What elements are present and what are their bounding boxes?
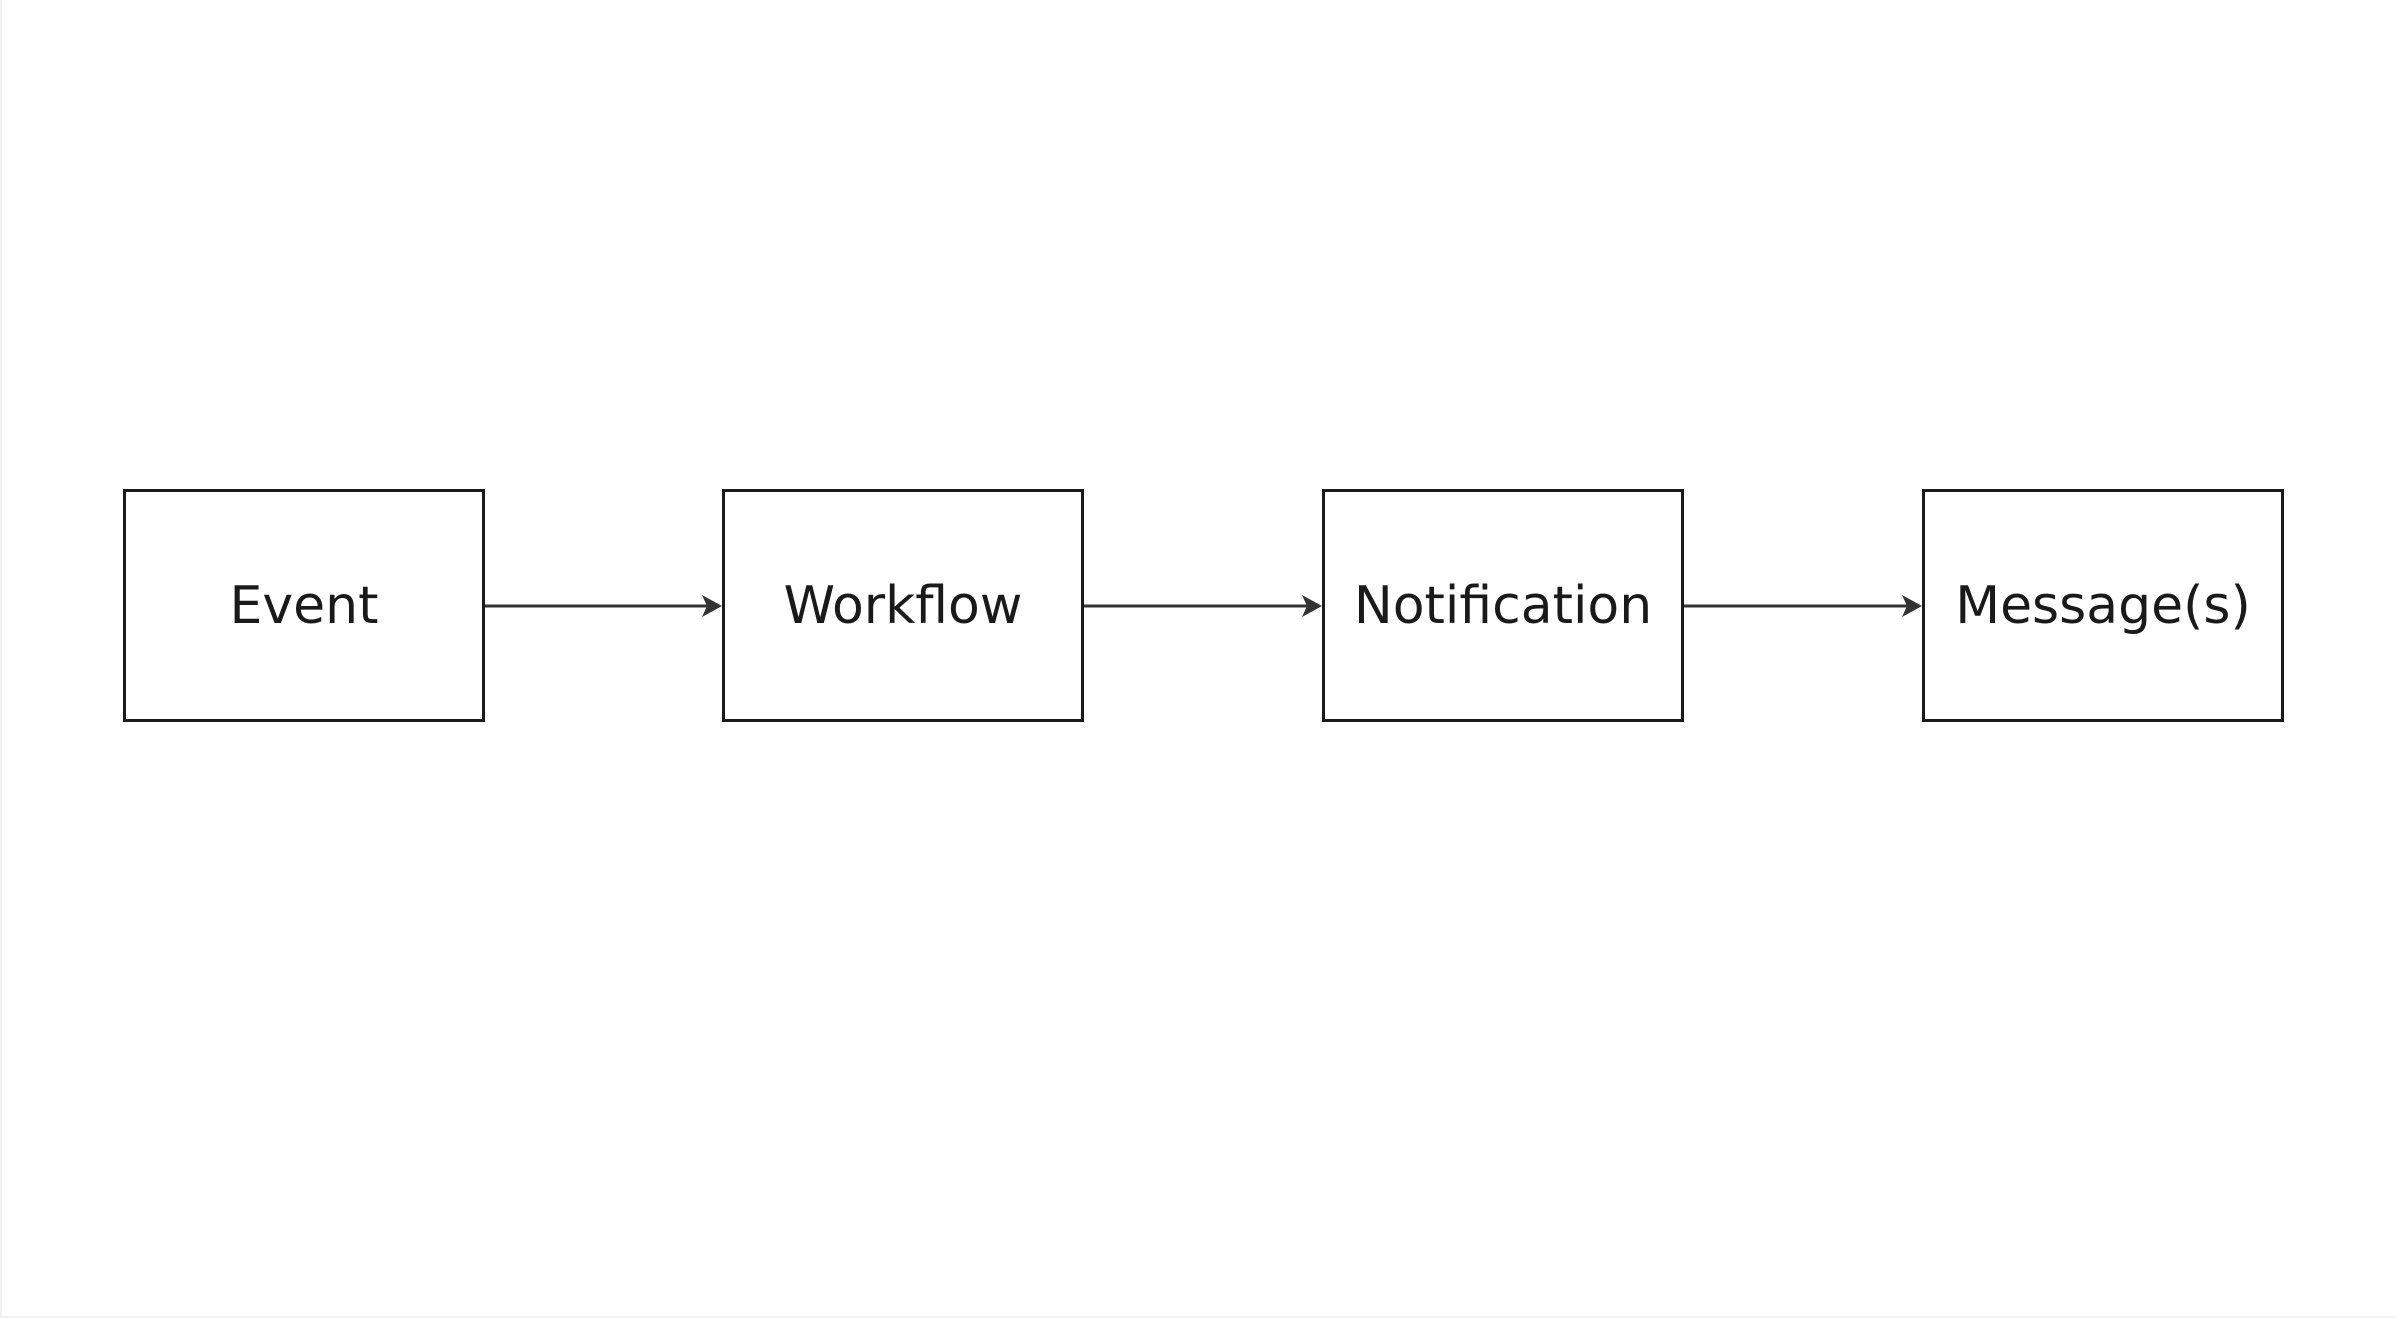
node-label-workflow: Workflow [783, 575, 1023, 636]
node-messages[interactable]: Message(s) [1922, 489, 2284, 722]
node-label-messages: Message(s) [1955, 575, 2251, 636]
edge-event-to-workflow [485, 595, 722, 617]
arrowhead-icon [1902, 595, 1922, 617]
arrowhead-icon [1302, 595, 1322, 617]
edge-notification-to-messages [1684, 595, 1922, 617]
arrowhead-icon [702, 595, 722, 617]
node-notification[interactable]: Notification [1322, 489, 1684, 722]
node-event[interactable]: Event [123, 489, 485, 722]
node-workflow[interactable]: Workflow [722, 489, 1084, 722]
node-label-notification: Notification [1353, 575, 1653, 636]
node-label-event: Event [229, 575, 379, 636]
edge-workflow-to-notification [1084, 595, 1322, 617]
